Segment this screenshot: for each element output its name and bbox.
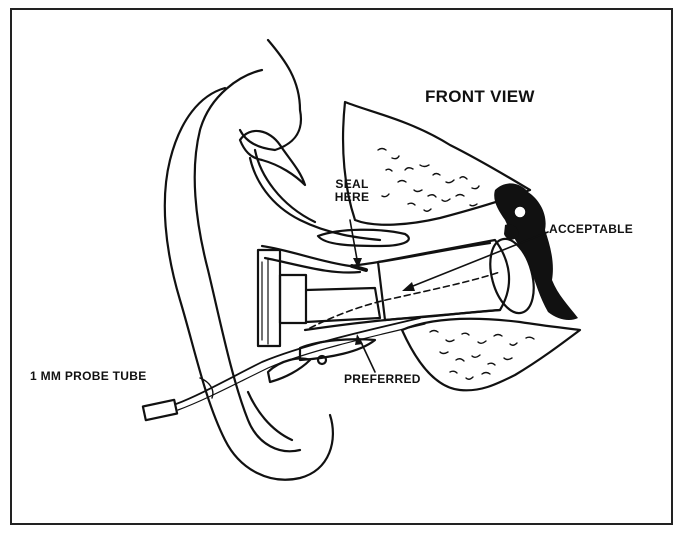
helix-inner — [195, 70, 300, 451]
preferred-label: PREFERRED — [344, 373, 421, 386]
upper-bone-texture — [378, 149, 479, 212]
ossicle-dot — [514, 206, 526, 218]
seal-mark — [352, 266, 366, 270]
acceptable-arrowhead — [402, 282, 415, 291]
probe-tube-end — [143, 400, 177, 420]
pinna-outline — [165, 40, 333, 480]
probe-tube-label: 1 MM PROBE TUBE — [30, 370, 147, 383]
earplug-flange — [258, 250, 280, 346]
bony-canal — [378, 240, 509, 320]
lower-bone — [402, 319, 580, 391]
seal-label-line1: SEAL — [330, 178, 374, 191]
seal-label-line2: HERE — [330, 191, 374, 204]
tragus — [268, 359, 310, 383]
diagram-title: FRONT VIEW — [425, 88, 535, 106]
earplug-body — [280, 275, 306, 323]
seal-here-label: SEAL HERE — [330, 178, 374, 203]
ossicle-mass — [494, 183, 578, 320]
acceptable-label: ACCEPTABLE — [549, 223, 633, 236]
